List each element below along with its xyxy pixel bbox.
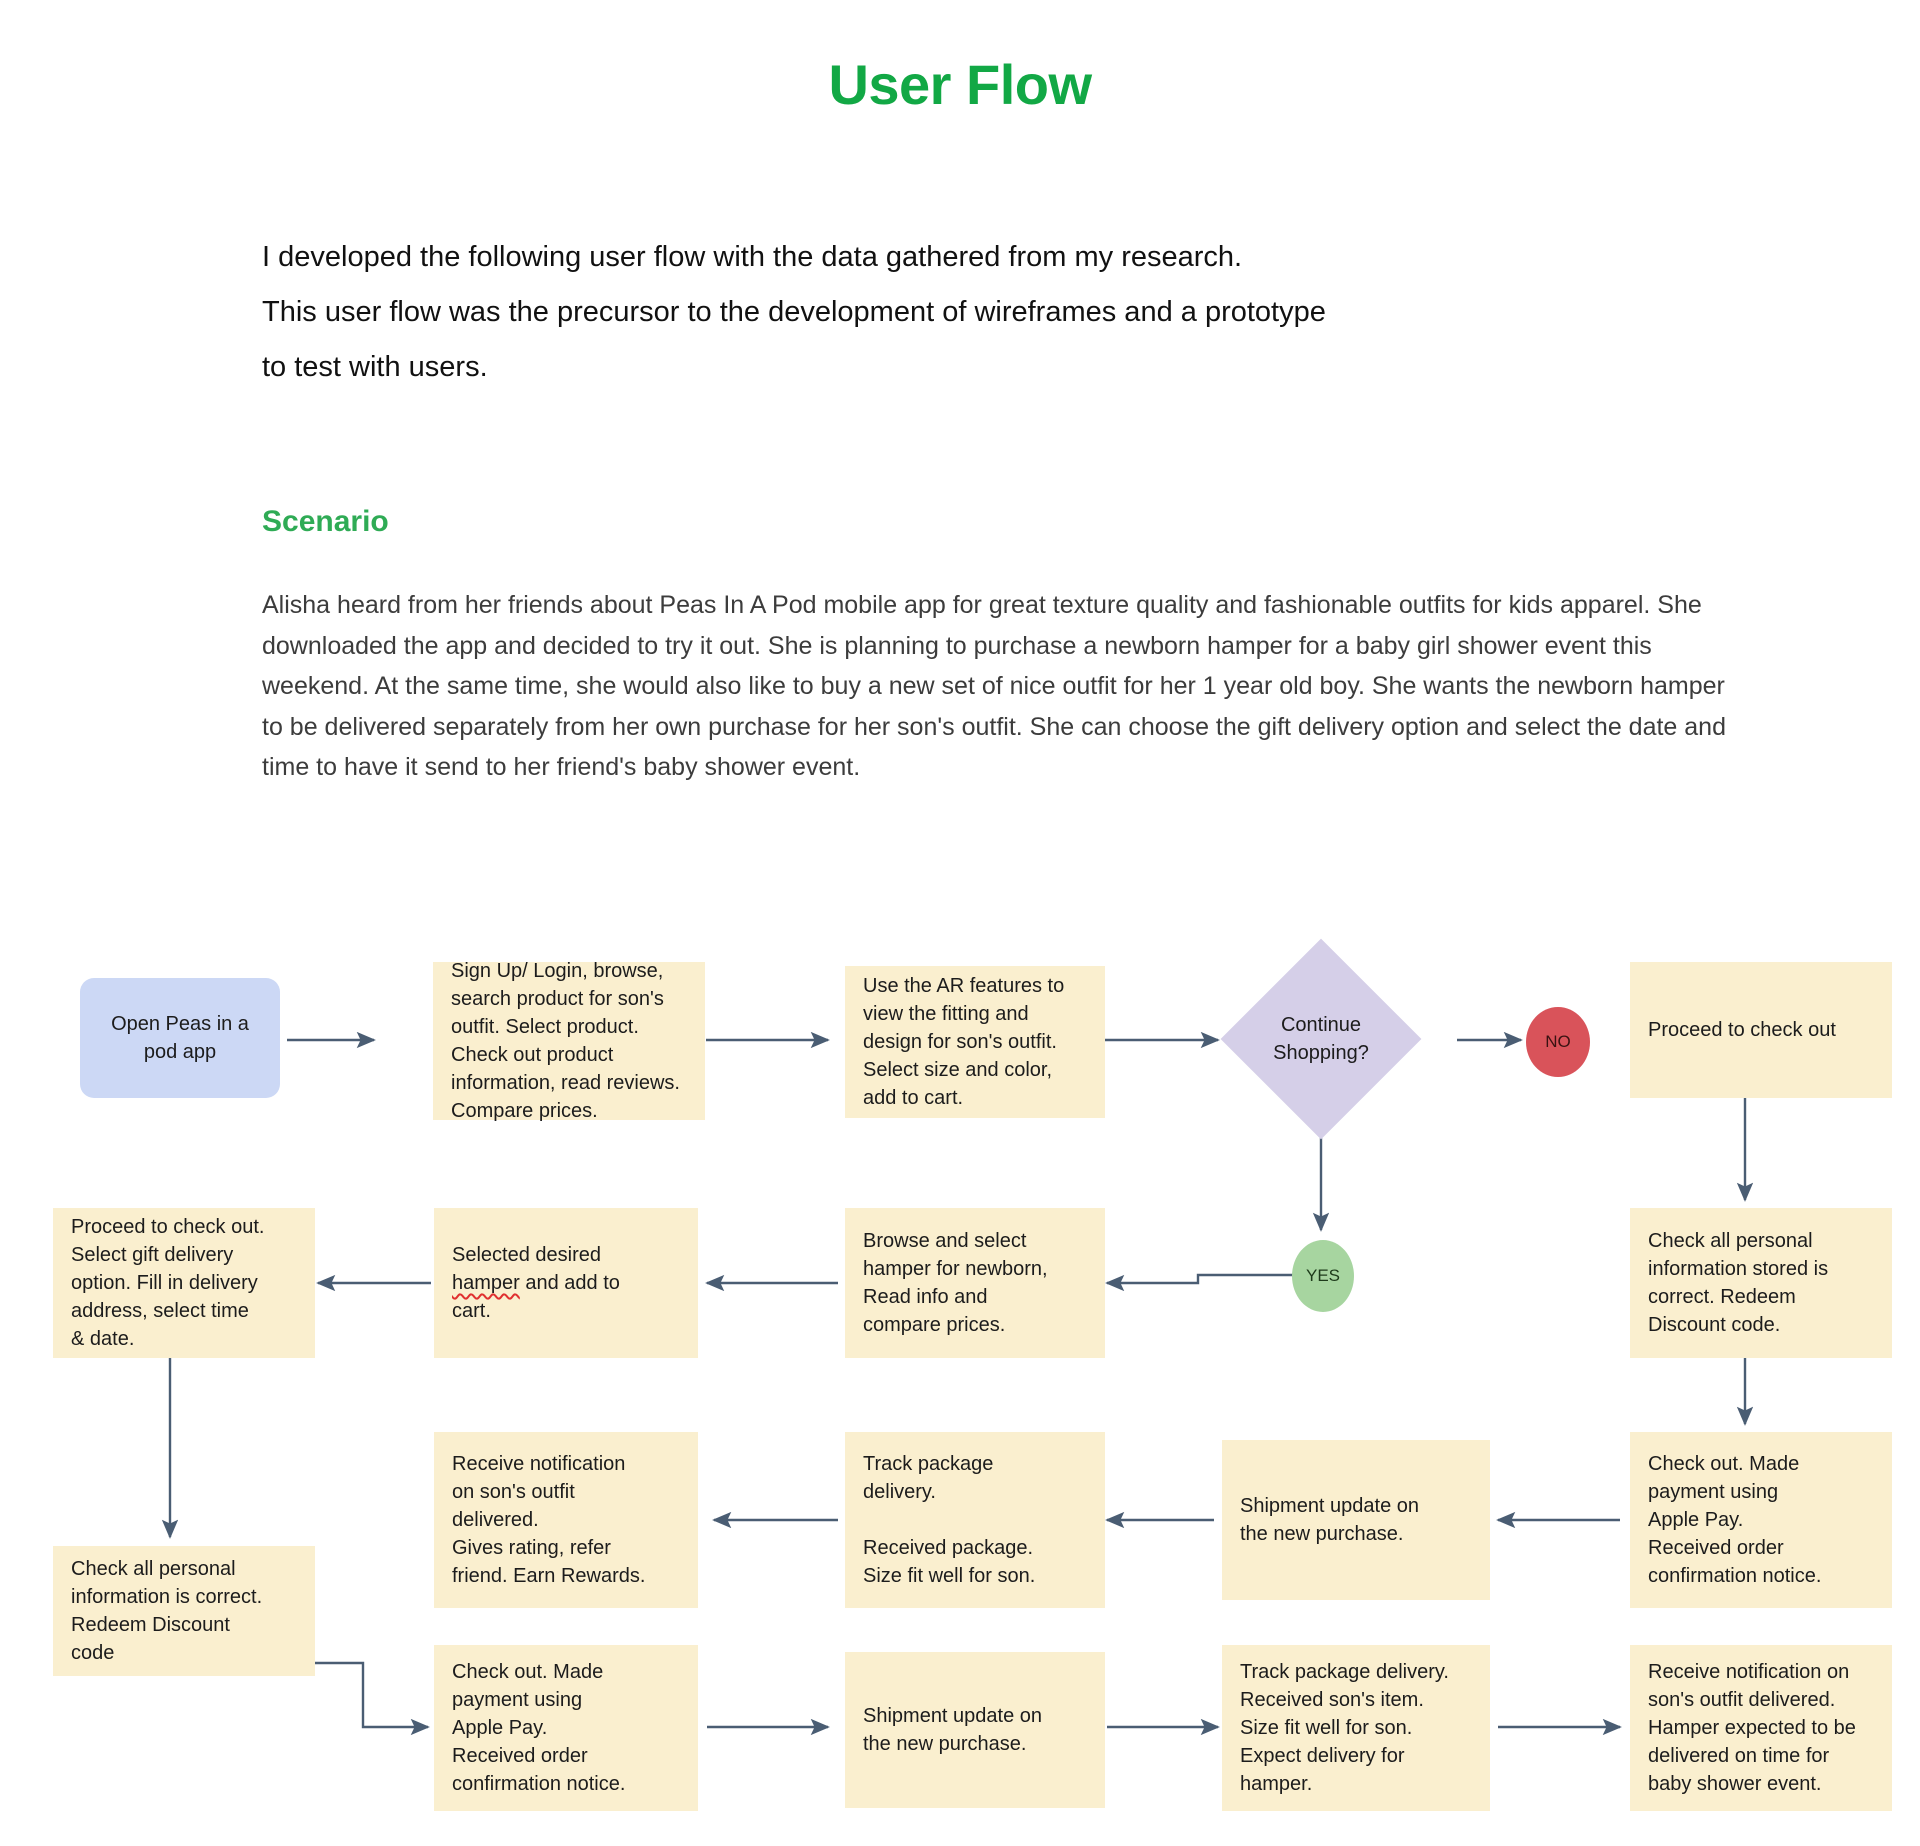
flow-node-label: Use the AR features to view the fitting … [863, 975, 1065, 1109]
flow-node-label: Check all personal information is correc… [71, 1558, 263, 1664]
flow-node-label: Receive notification on son's outfit del… [1648, 1661, 1856, 1795]
flow-node-label: Proceed to check out. Select gift delive… [71, 1216, 265, 1350]
label-pre: Selected desired [452, 1244, 601, 1266]
flow-node-label: Continue Shopping? [1273, 1014, 1369, 1064]
flow-node-ar-features[interactable]: Use the AR features to view the fitting … [845, 966, 1105, 1118]
flow-node-label: Track package delivery. Received son's i… [1240, 1661, 1449, 1795]
flow-node-browse-hamper[interactable]: Browse and select hamper for newborn, Re… [845, 1208, 1105, 1358]
flow-node-proceed-checkout-2[interactable]: Proceed to check out. Select gift delive… [53, 1208, 315, 1358]
flow-node-track-package-1[interactable]: Track package delivery. Received package… [845, 1432, 1105, 1608]
scenario-paragraph: Alisha heard from her friends about Peas… [262, 591, 1726, 781]
edge-personal2-to-pay2 [300, 1661, 430, 1736]
flow-node-label: Check all personal information stored is… [1648, 1230, 1829, 1336]
flow-node-label: Browse and select hamper for newborn, Re… [863, 1230, 1048, 1336]
flow-node-receive-notify-2[interactable]: Receive notification on son's outfit del… [1630, 1645, 1892, 1811]
flow-node-label: Check out. Made payment using Apple Pay.… [1648, 1453, 1822, 1587]
flow-node-decision-yes[interactable]: YES [1292, 1240, 1354, 1312]
flow-node-receive-notify-1[interactable]: Receive notification on son's outfit del… [434, 1432, 698, 1608]
flow-node-label: Sign Up/ Login, browse, search product f… [451, 960, 680, 1122]
flow-node-label: Shipment update on the new purchase. [1240, 1495, 1420, 1545]
flow-node-proceed-checkout-1[interactable]: Proceed to check out [1630, 962, 1892, 1098]
intro-paragraph: I developed the following user flow with… [262, 241, 1326, 383]
flow-node-checkout-pay-2[interactable]: Check out. Made payment using Apple Pay.… [434, 1645, 698, 1811]
flow-node-check-personal-1[interactable]: Check all personal information stored is… [1630, 1208, 1892, 1358]
flow-node-open-app[interactable]: Open Peas in a pod app [80, 978, 280, 1098]
flow-node-track-package-2[interactable]: Track package delivery. Received son's i… [1222, 1645, 1490, 1811]
flow-node-label: Open Peas in a pod app [111, 1013, 249, 1063]
scenario-heading: Scenario [262, 505, 389, 538]
flow-node-check-personal-2[interactable]: Check all personal information is correc… [53, 1546, 315, 1676]
flow-node-continue-shopping[interactable]: Continue Shopping? [1220, 938, 1422, 1140]
flow-node-shipment-update-2[interactable]: Shipment update on the new purchase. [845, 1652, 1105, 1808]
flow-node-label: Receive notification on son's outfit del… [452, 1453, 646, 1587]
flow-node-label: Track package delivery. Received package… [863, 1453, 1036, 1587]
flow-node-checkout-pay-1[interactable]: Check out. Made payment using Apple Pay.… [1630, 1432, 1892, 1608]
flow-node-label: Proceed to check out [1648, 1019, 1836, 1041]
flow-node-signup-browse[interactable]: Sign Up/ Login, browse, search product f… [433, 960, 705, 1122]
misspelled-word: hamper [452, 1272, 520, 1294]
page-title: User Flow [828, 53, 1092, 116]
flow-node-label: Check out. Made payment using Apple Pay.… [452, 1661, 626, 1795]
flow-node-select-hamper[interactable]: Selected desired hamper and add to cart. [434, 1208, 698, 1358]
flow-node-label: YES [1305, 1266, 1341, 1285]
label-post: and add to cart. [452, 1272, 620, 1322]
flow-node-decision-no[interactable]: NO [1526, 1007, 1590, 1077]
edge-yes-to-browse [1105, 1273, 1298, 1292]
flow-node-label: Shipment update on the new purchase. [863, 1705, 1043, 1755]
flow-node-shipment-update-1[interactable]: Shipment update on the new purchase. [1222, 1440, 1490, 1600]
flow-node-label: Selected desired hamper and add to cart. [452, 1241, 680, 1325]
flow-node-label: NO [1545, 1032, 1571, 1051]
